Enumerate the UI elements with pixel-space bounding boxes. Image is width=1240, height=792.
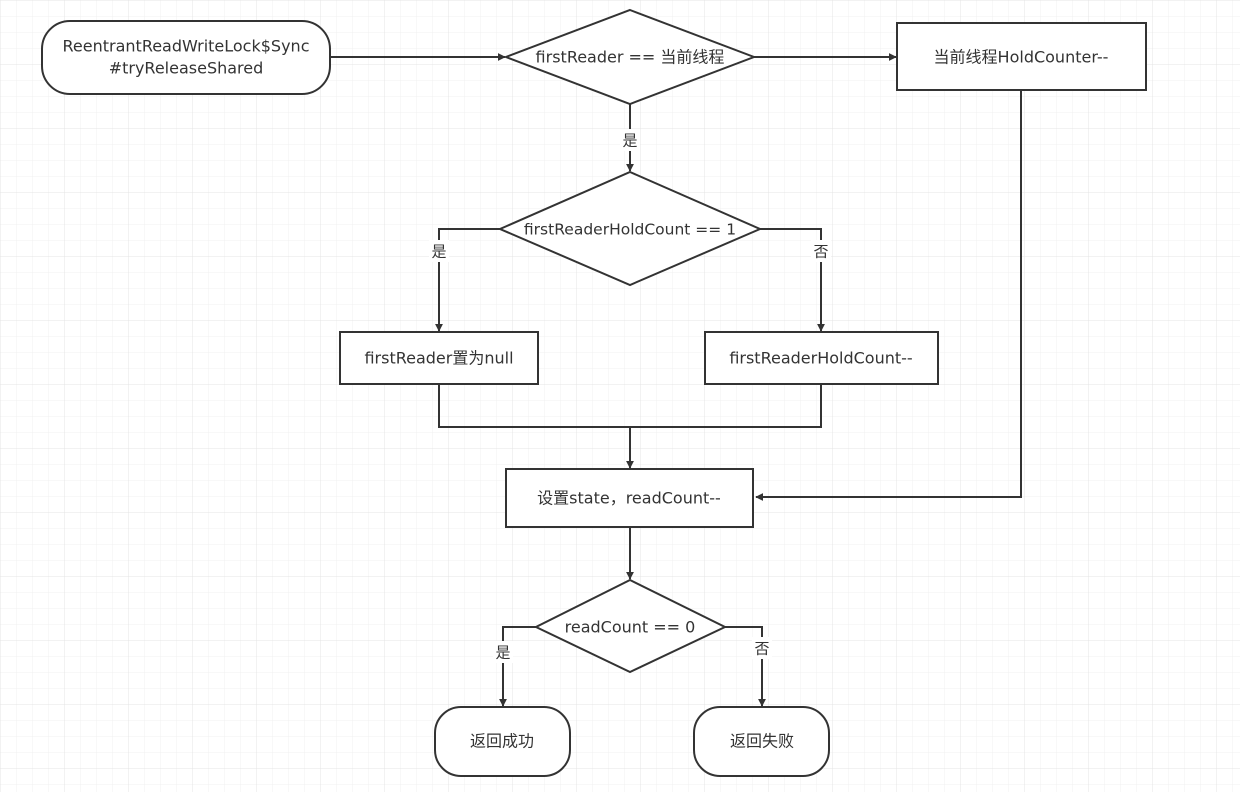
edge-hold-count-no xyxy=(760,228,825,332)
edge-label-read-count-yes: 是 xyxy=(495,644,510,662)
return-fail-label: 返回失败 xyxy=(730,732,794,751)
check-read-count-diamond xyxy=(533,578,728,674)
hold-counter-dec-label: 当前线程HoldCounter-- xyxy=(934,48,1109,67)
return-success-terminal xyxy=(434,706,571,777)
edge-hold-counter-to-set-state xyxy=(755,90,1022,501)
first-reader-hold-dec-box xyxy=(704,331,939,385)
edge-label-first-reader-yes: 是 xyxy=(622,132,637,150)
edge-label-hold-count-no: 否 xyxy=(813,243,828,261)
edge-label-hold-count-yes: 是 xyxy=(431,243,446,261)
check-first-reader-diamond xyxy=(503,8,757,106)
check-hold-count-diamond xyxy=(497,170,763,287)
edge-hold-count-yes xyxy=(435,228,500,332)
hold-counter-dec-box xyxy=(896,22,1147,91)
check-read-count-label: readCount == 0 xyxy=(565,618,696,637)
set-state-label: 设置state，readCount-- xyxy=(537,489,721,508)
set-first-reader-null-label: firstReader置为null xyxy=(364,349,513,368)
start-label-line2: #tryReleaseShared xyxy=(109,59,264,78)
return-success-label: 返回成功 xyxy=(470,732,534,751)
check-first-reader-label: firstReader == 当前线程 xyxy=(536,48,725,67)
return-fail-terminal xyxy=(693,706,830,777)
edge-label-read-count-no: 否 xyxy=(754,640,769,658)
first-reader-hold-dec-label: firstReaderHoldCount-- xyxy=(729,349,912,368)
set-state-box xyxy=(505,468,754,528)
check-hold-count-label: firstReaderHoldCount == 1 xyxy=(524,221,736,239)
start-terminal-shape xyxy=(41,20,331,95)
edge-read-count-no xyxy=(725,626,766,707)
set-first-reader-null-box xyxy=(339,331,539,385)
start-label-line1: ReentrantReadWriteLock$Sync xyxy=(63,37,310,56)
edge-read-count-yes xyxy=(499,626,536,707)
